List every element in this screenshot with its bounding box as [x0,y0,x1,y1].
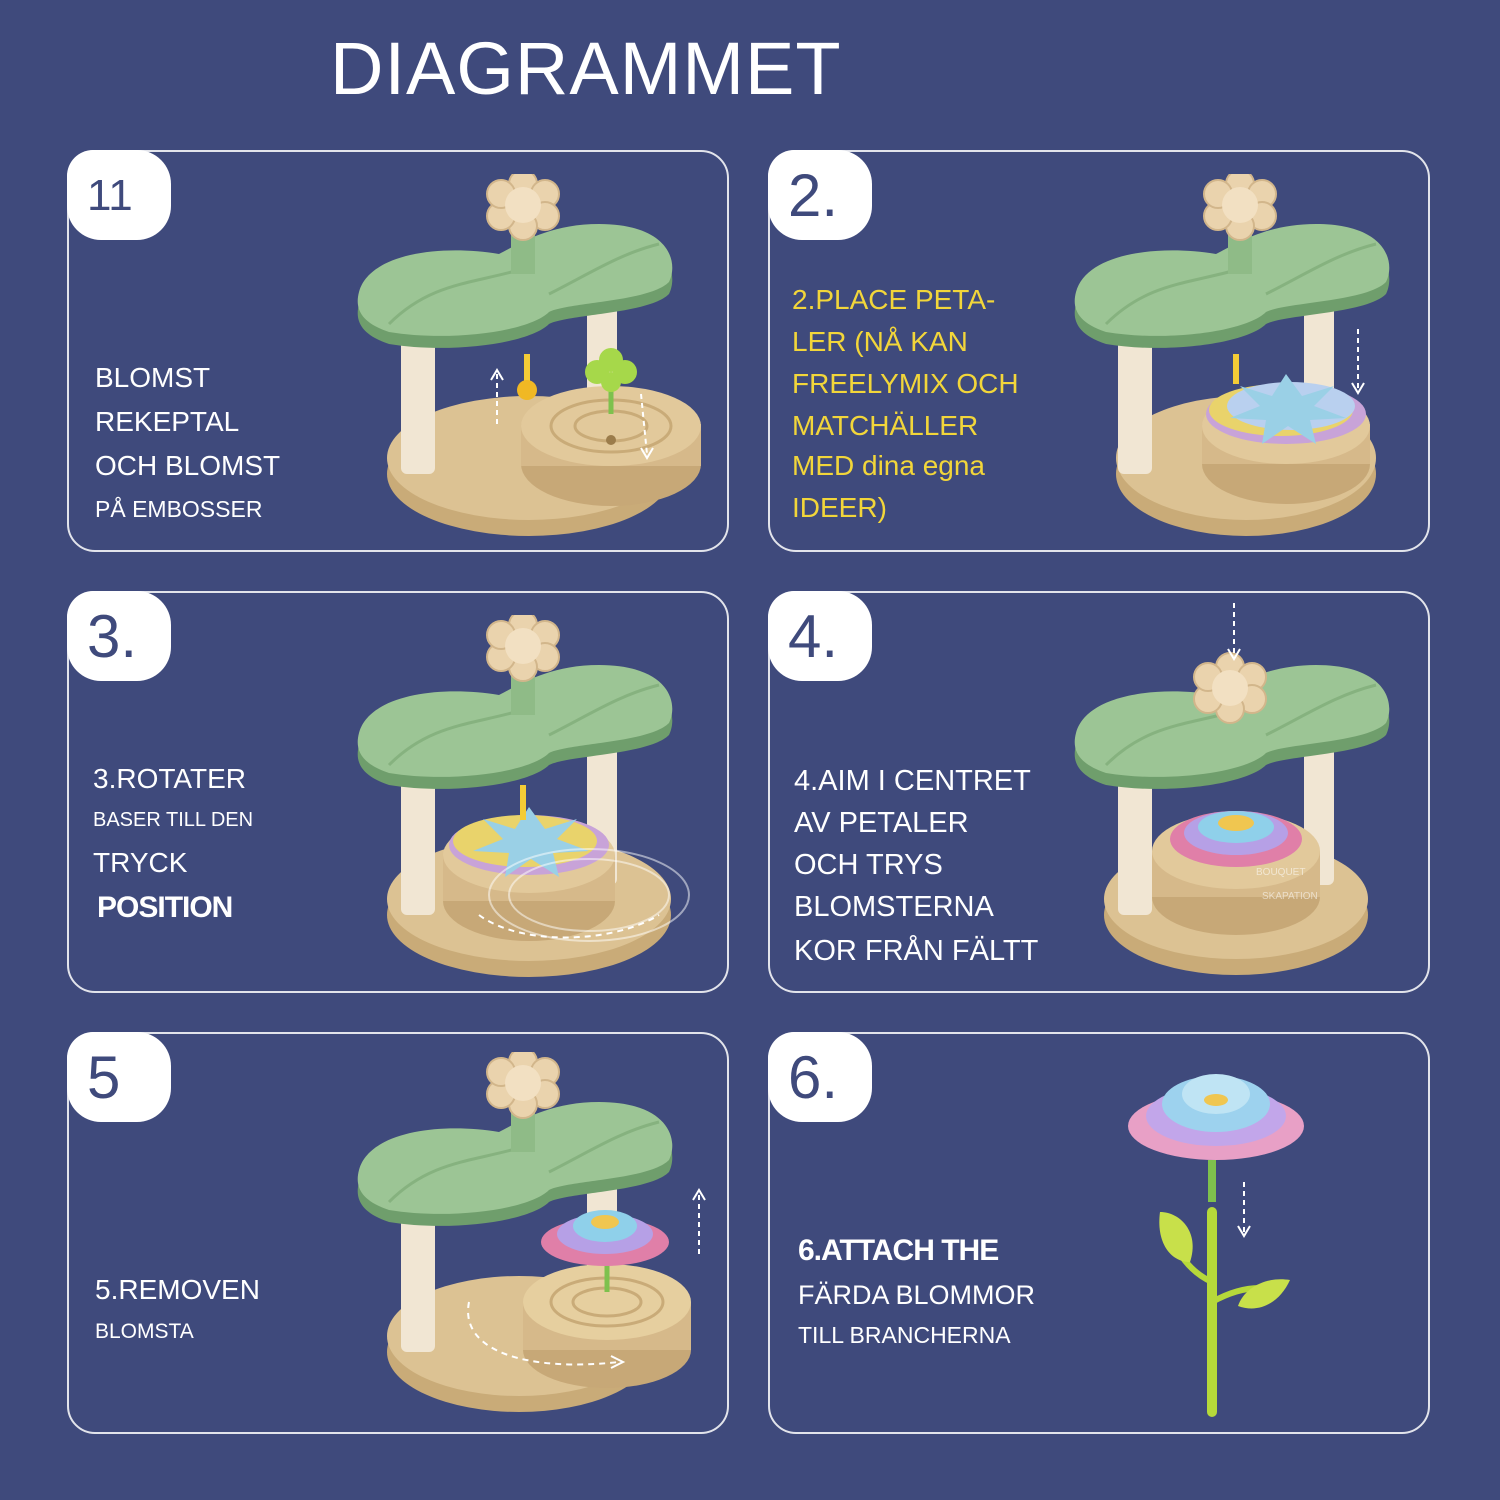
instruction-line: AV PETALER [794,807,969,839]
instruction-line: PÅ EMBOSSER [95,496,263,522]
instruction-line: FREELYMIX OCH [792,368,1019,399]
finished-flower-illustration [1128,1074,1304,1417]
instruction-line: LER (NÅ KAN [792,326,968,357]
instruction-line: FÄRDA BLOMMOR [798,1280,1036,1310]
step-number-badge: 3. [67,591,171,681]
instruction-line: OCH TRYS [794,849,943,881]
instruction-line: MED dina egna [792,450,986,481]
instruction-line: OCH BLOMST [95,450,281,481]
step-number-badge: 11 [67,150,171,240]
step-number-badge: 4. [768,591,872,681]
instruction-line: KOR FRÅN FÄLTT [794,935,1039,967]
step-instruction: 2.PLACE PETA- LER (NÅ KAN FREELYMIX OCH … [792,284,1019,524]
instruction-line: 6.ATTACH THE [798,1234,999,1267]
instruction-line: BLOMST [95,362,211,393]
step-panel-5: 5 5.REMOVEN BLOMSTA [67,1032,729,1434]
step-panel-6: 6. 6.ATTACH THE FÄRDA BLOMMOR TILL BRANC… [768,1032,1430,1434]
step-panel-3: 3. 3.ROTATER BASER TILL DEN TRYCK POSITI… [67,591,729,993]
step-instruction: 4.AIM I CENTRET AV PETALER OCH TRYS BLOM… [794,765,1038,968]
step-number-badge: 5 [67,1032,171,1122]
step-instruction: 3.ROTATER BASER TILL DEN TRYCK POSITION [93,763,253,925]
step-panel-1: 11 BLOMST REKEPTAL OCH BLOMST PÅ EMBOSSE… [67,150,729,552]
instruction-line: BASER TILL DEN [93,809,254,831]
embosser-with-petals-illustration [1074,174,1390,536]
instruction-line: BLOMSTA [95,1320,194,1343]
instruction-line: REKEPTAL [95,406,240,437]
step-panel-2: 2. 2.PLACE PETA- LER (NÅ KAN FREELYMIX O… [768,150,1430,552]
press-flower-illustration: BOUQUET SKAPATION [1074,603,1390,975]
step-number-badge: 6. [768,1032,872,1122]
embosser-illustration [357,174,701,536]
instruction-line: TILL BRANCHERNA [798,1322,1011,1348]
instruction-line: BLOMSTERNA [794,891,994,923]
instruction-line: IDEER) [792,492,887,523]
rotating-base-illustration [357,615,690,977]
instruction-line: 5.REMOVEN [95,1274,260,1305]
step-instruction: 5.REMOVEN BLOMSTA [95,1274,260,1344]
step-instruction: 6.ATTACH THE FÄRDA BLOMMOR TILL BRANCHER… [798,1234,1035,1349]
instruction-line: MATCHÄLLER [792,410,979,441]
remove-flower-illustration [357,1052,706,1412]
page-title: DIAGRAMMET [330,27,842,110]
step-instruction: BLOMST REKEPTAL OCH BLOMST PÅ EMBOSSER [95,362,280,523]
step-panel-4: 4. 4.AIM I CENTRET AV PETALER OCH TRYS B… [768,591,1430,993]
step-number-badge: 2. [768,150,872,240]
watermark-text: BOUQUET [1256,867,1305,878]
instruction-line: 3.ROTATER [93,763,246,794]
instruction-line: POSITION [97,891,233,924]
instruction-line: 2.PLACE PETA- [792,284,996,315]
instruction-line: 4.AIM I CENTRET [794,765,1031,797]
watermark-text: SKAPATION [1262,891,1318,902]
instruction-line: TRYCK [93,847,188,878]
